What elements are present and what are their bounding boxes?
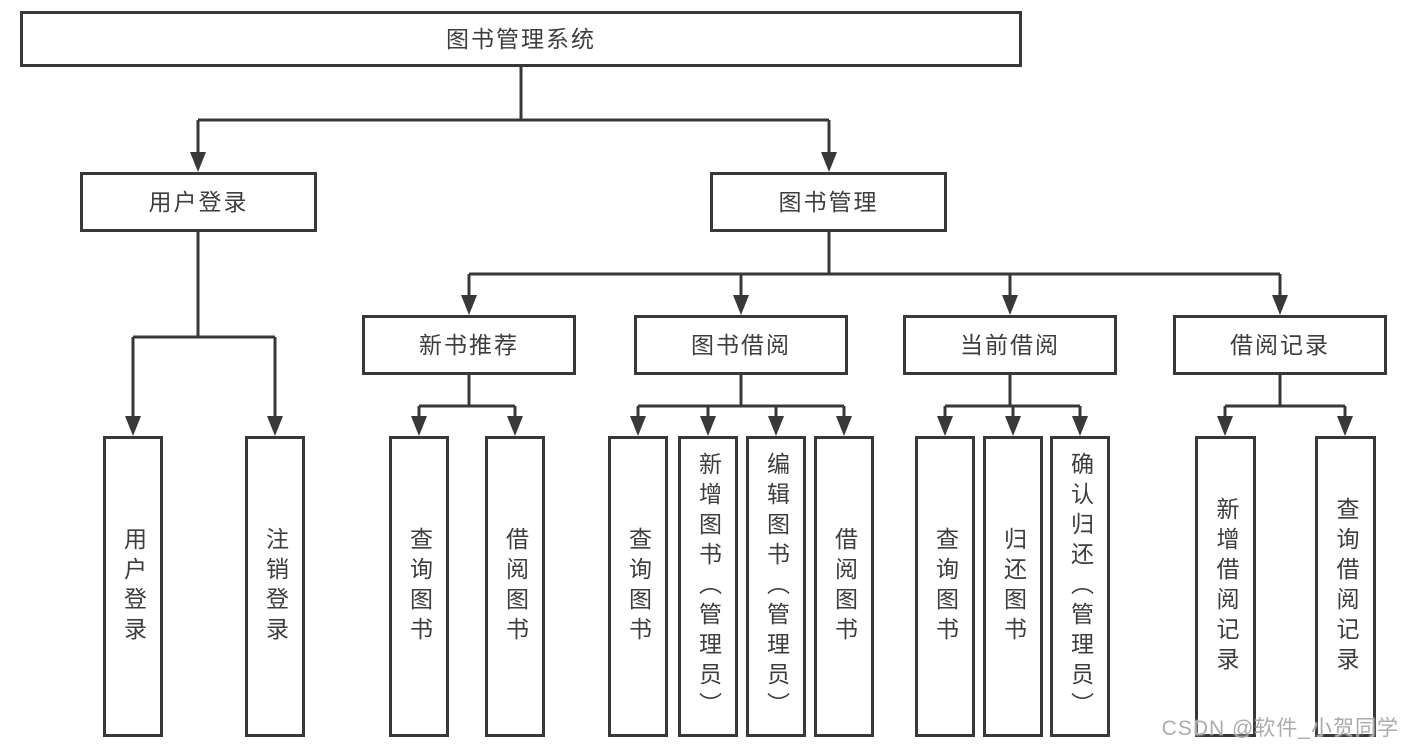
leaf-query-borrow-record: 查询借阅记录 [1315,436,1376,737]
leaf-add-book-admin: 新增图书（管理员） [678,436,738,737]
node-new-book-recommend: 新书推荐 [362,315,576,375]
leaf-query-books-current: 查询图书 [915,436,975,737]
node-user-login: 用户登录 [80,172,317,232]
leaf-borrow-books: 借阅图书 [814,436,874,737]
leaf-logout-login: 注销登录 [245,436,305,737]
node-book-borrow: 图书借阅 [634,315,848,375]
leaf-confirm-return-admin: 确认归还（管理员） [1050,436,1110,737]
edge-login-to-leaves [131,232,277,416]
edge-current-to-leaves [943,375,1082,416]
node-current-borrow: 当前借阅 [903,315,1117,375]
node-borrow-records: 借阅记录 [1173,315,1387,375]
watermark-text: CSDN @软件_小贺同学 [1161,717,1399,740]
leaf-query-books-borrow: 查询图书 [608,436,668,737]
leaf-user-login: 用户登录 [103,436,163,737]
leaf-query-books-rec: 查询图书 [389,436,449,737]
edge-rec-to-leaves [417,375,517,416]
edge-records-to-leaves [1223,375,1347,416]
node-root: 图书管理系统 [20,11,1022,67]
leaf-return-book: 归还图书 [983,436,1043,737]
leaf-edit-book-admin: 编辑图书（管理员） [746,436,806,737]
edge-root-to-level2 [196,67,831,152]
leaf-add-borrow-record: 新增借阅记录 [1195,436,1256,737]
leaf-borrow-books-rec: 借阅图书 [485,436,545,737]
edge-mgmt-to-level3 [467,232,1282,296]
edge-borrow-to-leaves [636,375,846,416]
node-book-management: 图书管理 [710,172,947,232]
